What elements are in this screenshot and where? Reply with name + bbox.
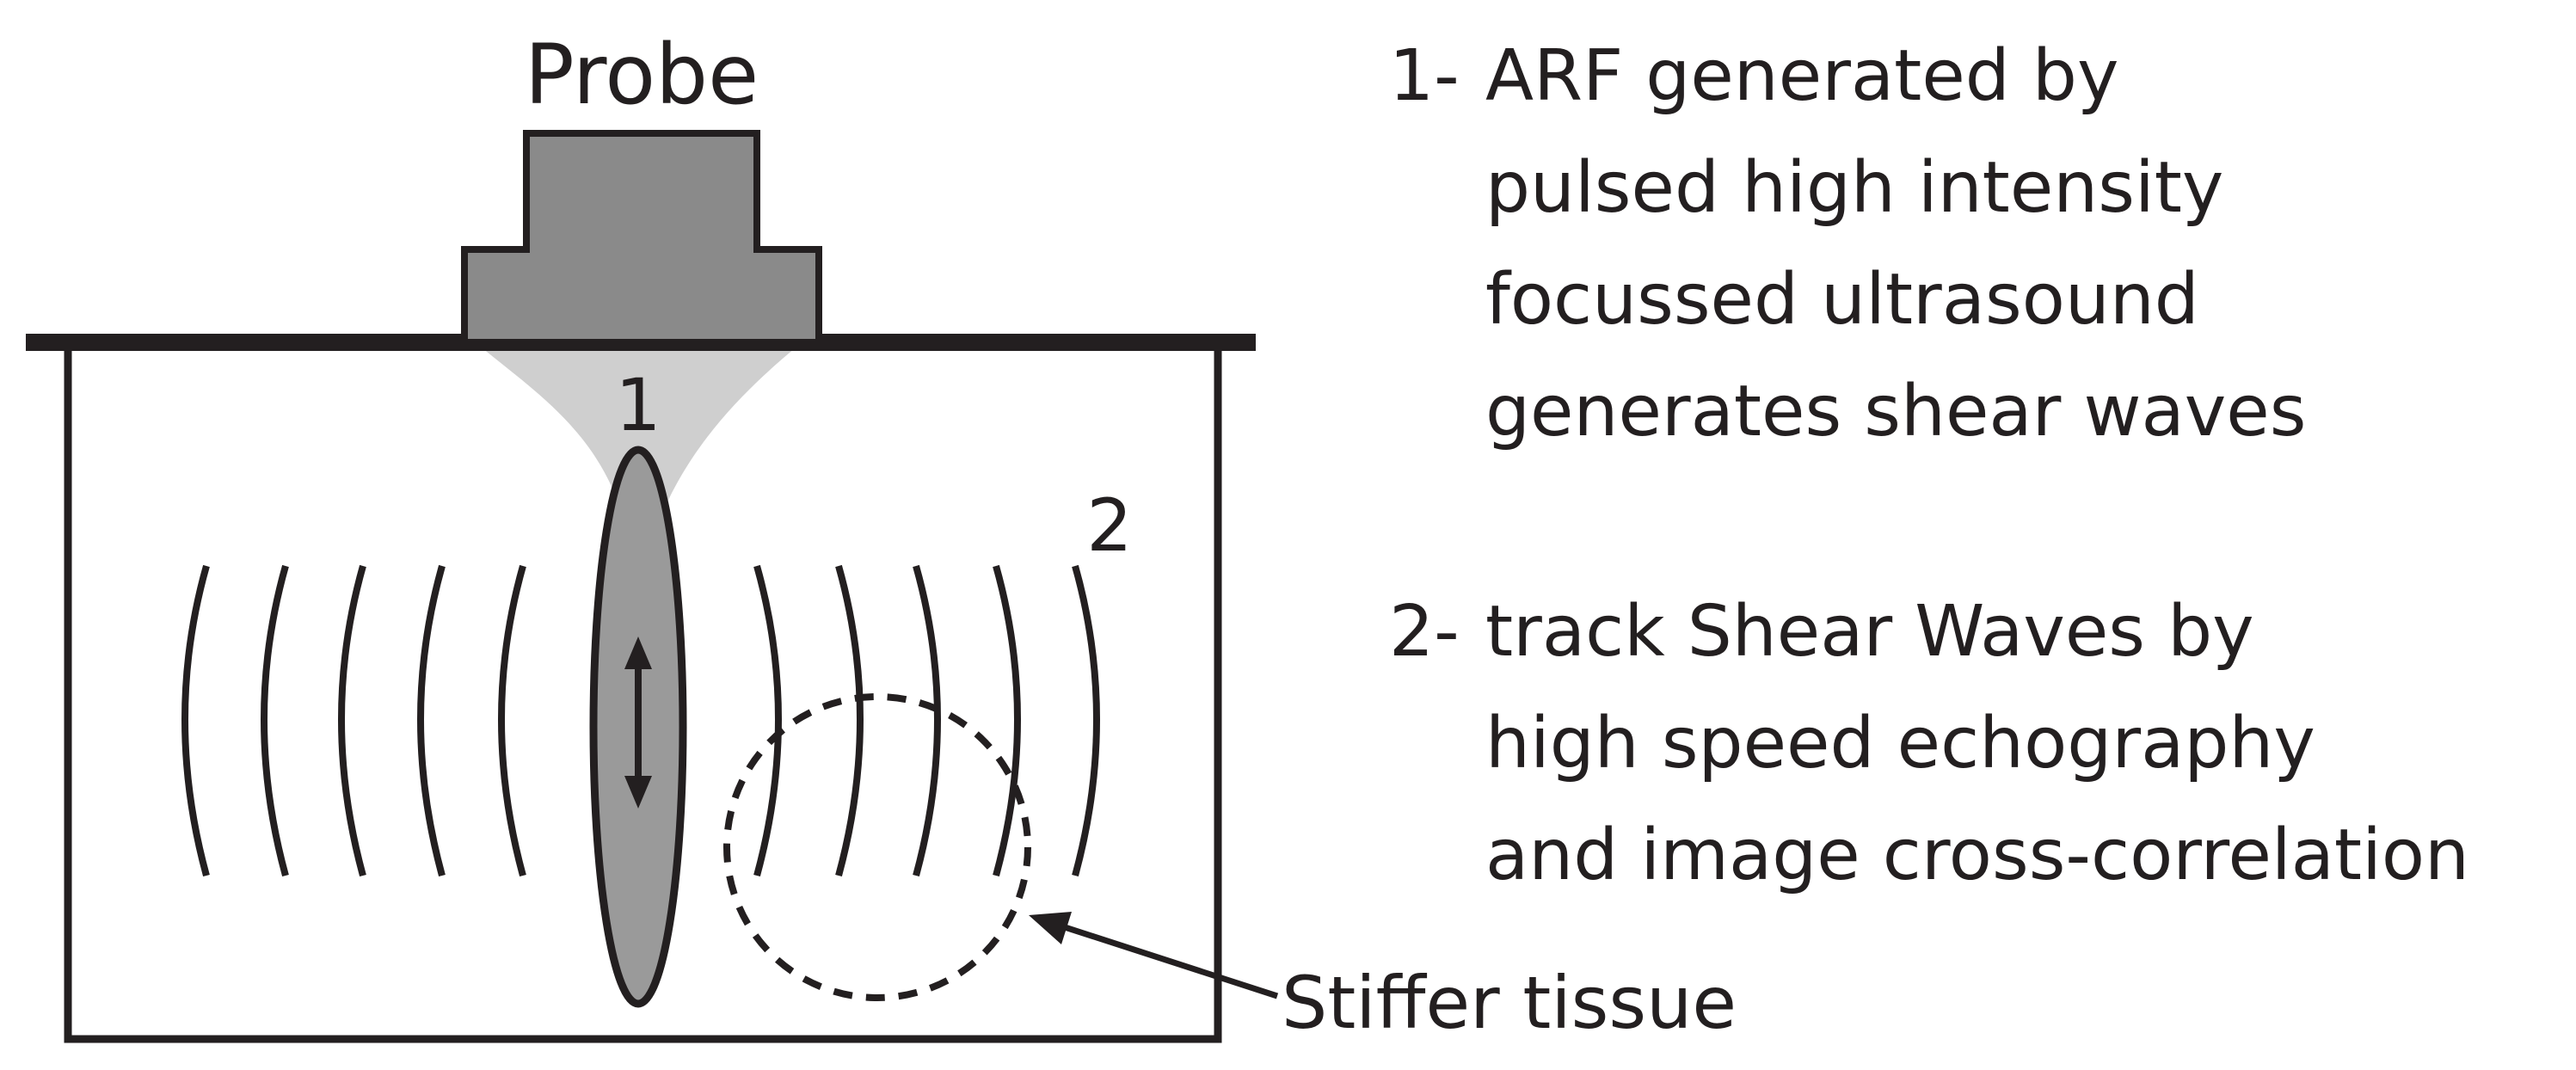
shear-wavefront bbox=[993, 564, 1021, 877]
step-2-line: and image cross-correlation bbox=[1485, 815, 2469, 896]
step-2-line: track Shear Waves by bbox=[1485, 591, 2254, 673]
shear-wavefront bbox=[181, 564, 210, 877]
step-1-line: pulsed high intensity bbox=[1485, 147, 2224, 229]
step-1-line: focussed ultrasound bbox=[1485, 259, 2199, 341]
step-1-marker: 1 bbox=[615, 363, 661, 447]
stiffer-tissue-label: Stiffer tissue bbox=[1282, 961, 1737, 1045]
step-1-number: 1- bbox=[1389, 35, 1460, 117]
shear-wavefront bbox=[417, 564, 446, 877]
shear-wavefront bbox=[753, 564, 782, 877]
step-1-line: ARF generated by bbox=[1485, 35, 2119, 117]
stiffer-tissue-pointer-arrow bbox=[1029, 912, 1279, 999]
probe bbox=[461, 130, 822, 346]
shear-wavefront bbox=[835, 564, 864, 877]
vertical-displacement-arrow bbox=[624, 636, 652, 809]
stiffer-tissue-inclusion bbox=[723, 693, 1031, 1001]
shear-wavefront bbox=[261, 564, 289, 877]
shear-wavefront bbox=[913, 564, 941, 877]
step-2-number: 2- bbox=[1389, 591, 1460, 673]
shear-wavefront bbox=[338, 564, 366, 877]
step-2-description: 2- track Shear Waves by high speed echogr… bbox=[1389, 576, 2469, 912]
shear-wavefronts-right bbox=[753, 564, 1100, 877]
step-2-marker: 2 bbox=[1086, 483, 1132, 568]
shear-wavefront bbox=[1072, 564, 1100, 877]
shear-wavefront bbox=[498, 564, 526, 877]
shear-wavefronts-left bbox=[181, 564, 526, 877]
step-2-line: high speed echography bbox=[1485, 703, 2315, 784]
step-1-description: 1- ARF generated by pulsed high intensity… bbox=[1389, 21, 2306, 468]
step-1-line: generates shear waves bbox=[1485, 371, 2307, 452]
probe-label: Probe bbox=[525, 27, 759, 123]
